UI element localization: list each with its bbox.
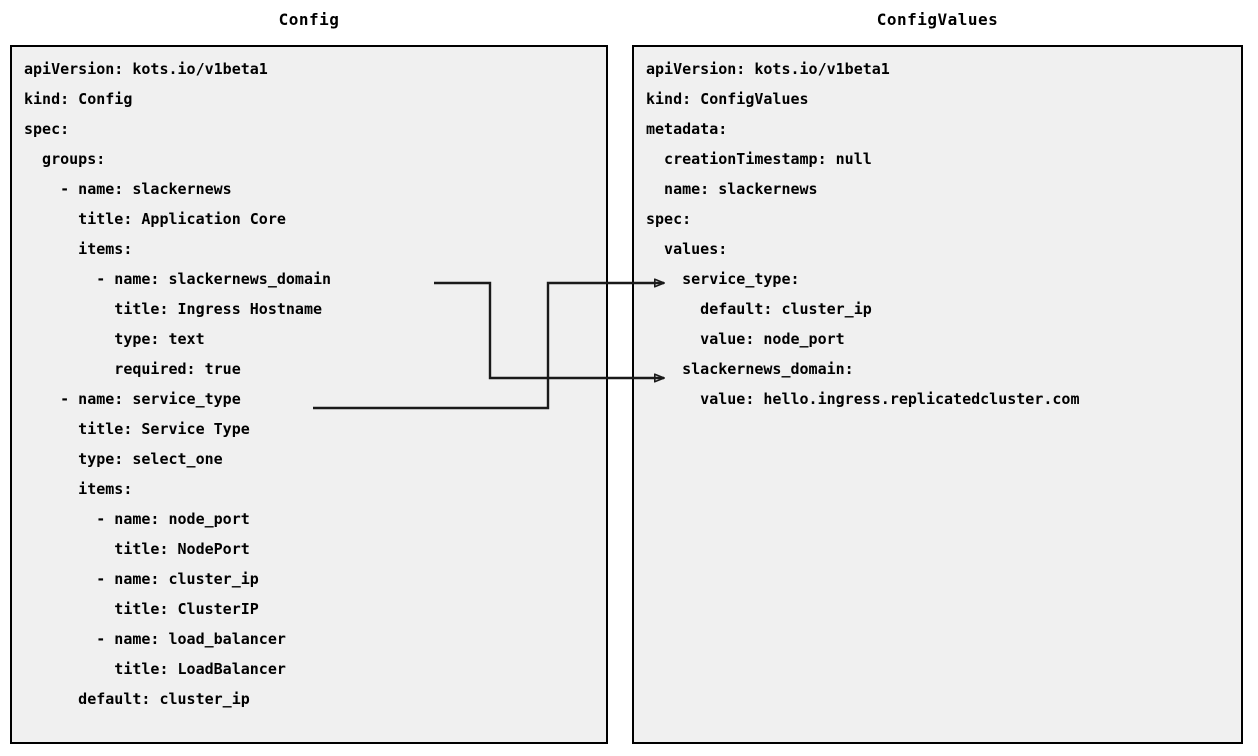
config-yaml-text: apiVersion: kots.io/v1beta1 kind: Config… [24, 60, 332, 708]
config-panel: apiVersion: kots.io/v1beta1 kind: Config… [10, 45, 608, 744]
config-values-panel-title: ConfigValues [876, 10, 999, 29]
config-values-panel: apiVersion: kots.io/v1beta1 kind: Config… [632, 45, 1243, 744]
config-values-yaml-text: apiVersion: kots.io/v1beta1 kind: Config… [646, 60, 1080, 408]
config-panel-title: Config [278, 10, 340, 29]
